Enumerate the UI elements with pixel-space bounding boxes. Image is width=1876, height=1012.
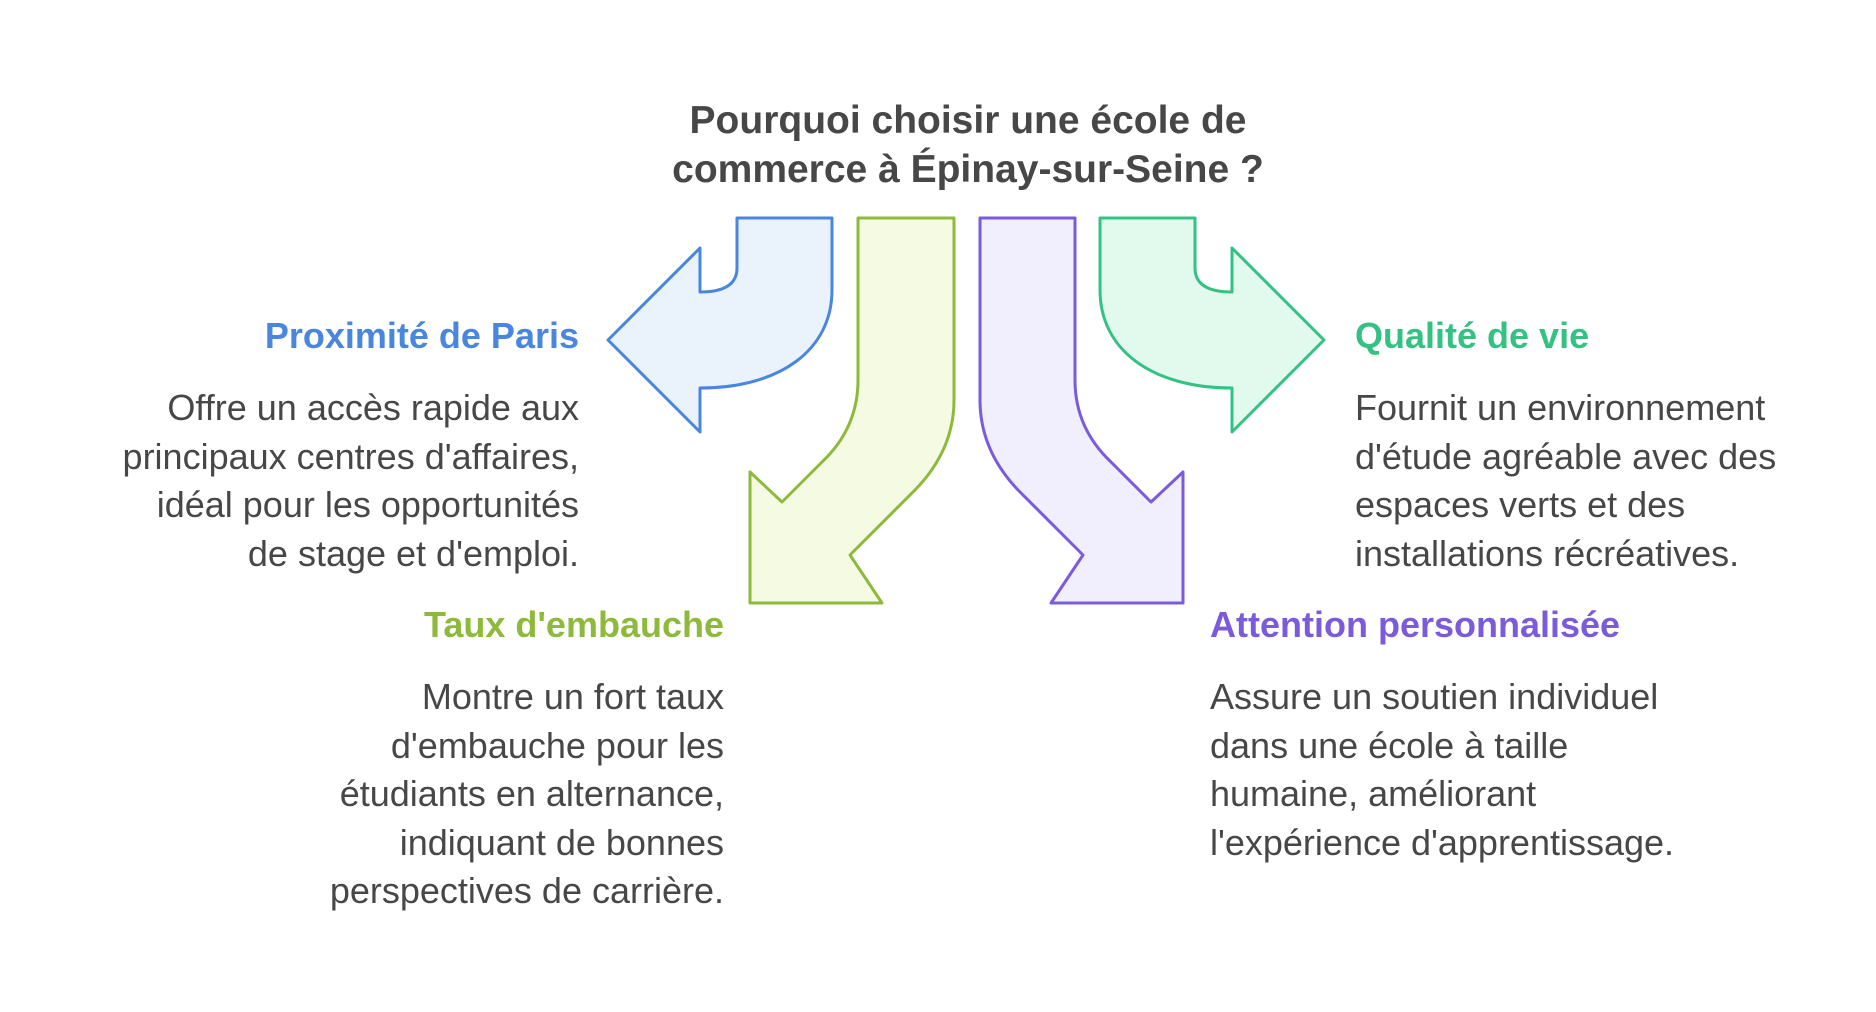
description-line: d'étude agréable avec des [1355,435,1777,477]
description-line: l'expérience d'apprentissage. [1210,821,1675,863]
description-line: Fournit un environnement [1355,387,1766,428]
description-line: de stage et d'emploi. [247,532,579,574]
description-line: Offre un accès rapide aux [167,387,579,428]
block-taux-embauche: Taux d'embauche Montre un fort taux d'em… [330,603,724,916]
description-line: dans une école à taille [1210,724,1569,766]
heading-qualite-vie: Qualité de vie [1355,315,1590,356]
block-proximite-paris: Proximité de Paris Offre un accès rapide… [123,314,579,578]
description-proximite-paris: Offre un accès rapide aux principaux cen… [123,384,579,578]
title-line-1: Pourquoi choisir une école de [689,99,1247,142]
arrow-vie [1098,216,1326,434]
description-line: d'embauche pour les [390,724,724,766]
title-line-2: commerce à Épinay-sur-Seine ? [672,148,1264,191]
heading-attention-personnalisee: Attention personnalisée [1210,604,1621,645]
description-line: espaces verts et des [1355,484,1686,525]
description-attention-personnalisee: Assure un soutien individuel dans une éc… [1210,673,1674,867]
description-line: principaux centres d'affaires, [122,435,579,477]
description-line: idéal pour les opportunités [156,484,579,525]
block-attention-personnalisee: Attention personnalisée Assure un soutie… [1210,603,1674,867]
description-line: indiquant de bonnes [399,821,724,863]
block-qualite-vie: Qualité de vie Fournit un environnement … [1355,314,1776,578]
diagram-title: Pourquoi choisir une école de commerce à… [520,96,1416,194]
description-line: installations récréatives. [1355,532,1740,574]
heading-proximite-paris: Proximité de Paris [264,315,579,356]
arrow-embauche [748,216,956,605]
description-qualite-vie: Fournit un environnement d'étude agréabl… [1355,384,1776,578]
arrow-attention [978,216,1185,605]
description-line: Montre un fort taux [421,676,724,717]
description-line: humaine, améliorant [1210,773,1537,814]
arrow-paris [606,216,834,434]
heading-taux-embauche: Taux d'embauche [424,604,724,645]
description-taux-embauche: Montre un fort taux d'embauche pour les … [330,673,724,916]
description-line: Assure un soutien individuel [1210,676,1659,717]
description-line: perspectives de carrière. [329,870,724,911]
description-line: étudiants en alternance, [339,773,724,814]
